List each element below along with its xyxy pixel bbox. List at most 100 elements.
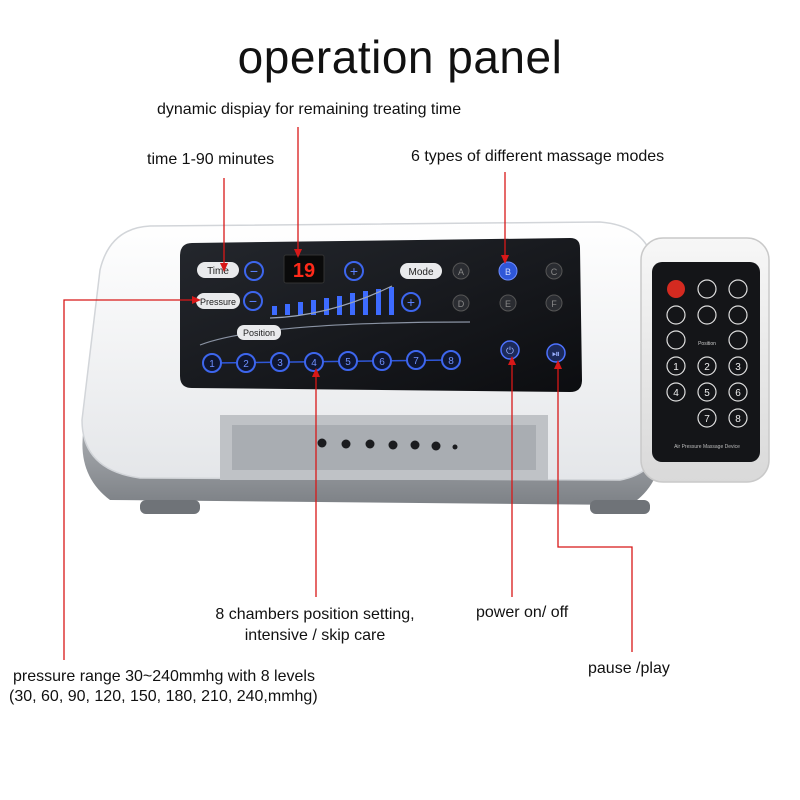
chamber-button-1[interactable]: [202, 353, 222, 373]
arrowhead-pause: [554, 360, 562, 369]
remote-number-button-5[interactable]: [697, 382, 717, 402]
arrowhead-pressure: [192, 296, 201, 304]
remote-number-button-8[interactable]: [728, 408, 748, 428]
annotation-massage-modes: 6 types of different massage modes: [411, 148, 665, 165]
remote-number-4: 4: [673, 388, 679, 399]
mode-button-d-label: D: [458, 299, 465, 309]
chamber-button-3-label: 3: [277, 358, 283, 369]
remote-number-3: 3: [735, 362, 741, 373]
remote-number-2: 2: [704, 362, 710, 373]
chamber-button-7[interactable]: [406, 350, 426, 370]
pressure-minus-button[interactable]: [243, 291, 263, 311]
mode-label: Mode: [408, 267, 433, 278]
chamber-buttons: 1 2 3 4 5 6 7 8: [202, 350, 461, 373]
pressure-plus-button[interactable]: [401, 292, 421, 312]
mode-button-b[interactable]: [498, 261, 518, 281]
control-panel: Time − 19 + Mode A B C Pressure −: [180, 238, 582, 392]
mode-label-badge: [400, 263, 442, 279]
chamber-button-8-label: 8: [448, 356, 454, 367]
chamber-button-2-label: 2: [243, 359, 249, 370]
remote-button[interactable]: [728, 330, 748, 350]
chamber-button-1-label: 1: [209, 359, 215, 370]
annotation-chambers-line2: intensive / skip care: [244, 627, 386, 644]
chamber-button-5[interactable]: [338, 351, 358, 371]
callout-pressure: [63, 299, 196, 660]
remote-control: Position 1 2 3 4 5 6 7 8 Air Pressure Ma…: [640, 237, 770, 483]
arrowhead-modes: [501, 255, 509, 264]
chamber-button-6[interactable]: [372, 351, 392, 371]
arrowhead-time: [220, 263, 228, 272]
mode-button-f[interactable]: [545, 294, 563, 312]
remote-number-button-2[interactable]: [697, 356, 717, 376]
mode-button-a-label: A: [458, 267, 464, 277]
mode-button-c-label: C: [551, 267, 558, 277]
remote-button[interactable]: [666, 305, 686, 325]
time-label-badge: [197, 262, 239, 278]
annotation-chambers: 8 chambers position setting, intensive /…: [180, 604, 450, 646]
pressure-plus-icon: +: [407, 294, 415, 310]
remote-power-button[interactable]: [667, 280, 685, 298]
remote-number-button-4[interactable]: [666, 382, 686, 402]
mode-button-e-label: E: [505, 299, 511, 309]
chamber-button-2[interactable]: [236, 353, 256, 373]
remote-number-1: 1: [673, 362, 679, 373]
mode-button-e[interactable]: [499, 294, 517, 312]
pause-play-button[interactable]: [546, 343, 566, 363]
front-grill: [220, 415, 548, 480]
remote-number-button-3[interactable]: [728, 356, 748, 376]
annotation-power: power on/ off: [476, 604, 569, 621]
mode-button-c[interactable]: [545, 262, 563, 280]
time-label: Time: [207, 266, 229, 277]
remote-number-button-7[interactable]: [697, 408, 717, 428]
mode-button-a[interactable]: [452, 262, 470, 280]
annotation-dynamic-display: dynamic dispiay for remaining treating t…: [157, 101, 462, 118]
remote-button[interactable]: [728, 305, 748, 325]
time-plus-button[interactable]: [344, 261, 364, 281]
timer-display: [283, 254, 325, 284]
page-title: operation panel: [237, 31, 563, 83]
chamber-button-6-label: 6: [379, 357, 385, 368]
remote-button[interactable]: [697, 305, 717, 325]
remote-number-7: 7: [704, 414, 710, 425]
time-minus-button[interactable]: [244, 261, 264, 281]
annotation-chambers-line1: 8 chambers position setting,: [215, 606, 415, 623]
chamber-button-4-label: 4: [311, 358, 317, 369]
position-label-badge: [237, 325, 281, 340]
time-plus-icon: +: [350, 263, 358, 279]
annotation-pressure-line1: pressure range 30~240mmhg with 8 levels: [13, 668, 315, 685]
pressure-label-badge: [196, 293, 240, 309]
chamber-button-7-label: 7: [413, 356, 419, 367]
pressure-level-bars: [269, 285, 394, 319]
pressure-label: Pressure: [200, 297, 236, 307]
callout-lines: [63, 127, 633, 660]
pressure-minus-icon: −: [249, 293, 257, 309]
arrowhead-display: [294, 249, 302, 258]
arrowhead-chambers: [312, 368, 320, 377]
remote-button[interactable]: [697, 279, 717, 299]
chamber-button-3[interactable]: [270, 352, 290, 372]
remote-position-text: Position: [698, 341, 716, 347]
chamber-button-4[interactable]: [304, 352, 324, 372]
callout-pause: [557, 364, 633, 652]
remote-button[interactable]: [728, 279, 748, 299]
chamber-button-8[interactable]: [441, 350, 461, 370]
annotation-pressure-line2: (30, 60, 90, 120, 150, 180, 210, 240,mmh…: [9, 688, 318, 705]
arrowhead-power: [508, 356, 516, 365]
time-minus-icon: −: [250, 263, 258, 279]
remote-button[interactable]: [666, 330, 686, 350]
remote-number-8: 8: [735, 414, 741, 425]
chamber-button-5-label: 5: [345, 357, 351, 368]
mode-button-f-label: F: [551, 299, 557, 309]
mode-button-b-label: B: [505, 267, 511, 277]
remote-number-button-6[interactable]: [728, 382, 748, 402]
power-button[interactable]: [500, 340, 520, 360]
annotation-pressure: pressure range 30~240mmhg with 8 levels …: [9, 667, 318, 707]
remote-number-button-1[interactable]: [666, 356, 686, 376]
position-label: Position: [243, 328, 275, 338]
remote-brand-text: Air Pressure Massage Device: [674, 444, 740, 450]
timer-display-value: 19: [293, 260, 315, 282]
power-icon: ⏻: [506, 346, 514, 357]
annotation-time-range: time 1-90 minutes: [147, 151, 275, 168]
mode-button-d[interactable]: [452, 294, 470, 312]
